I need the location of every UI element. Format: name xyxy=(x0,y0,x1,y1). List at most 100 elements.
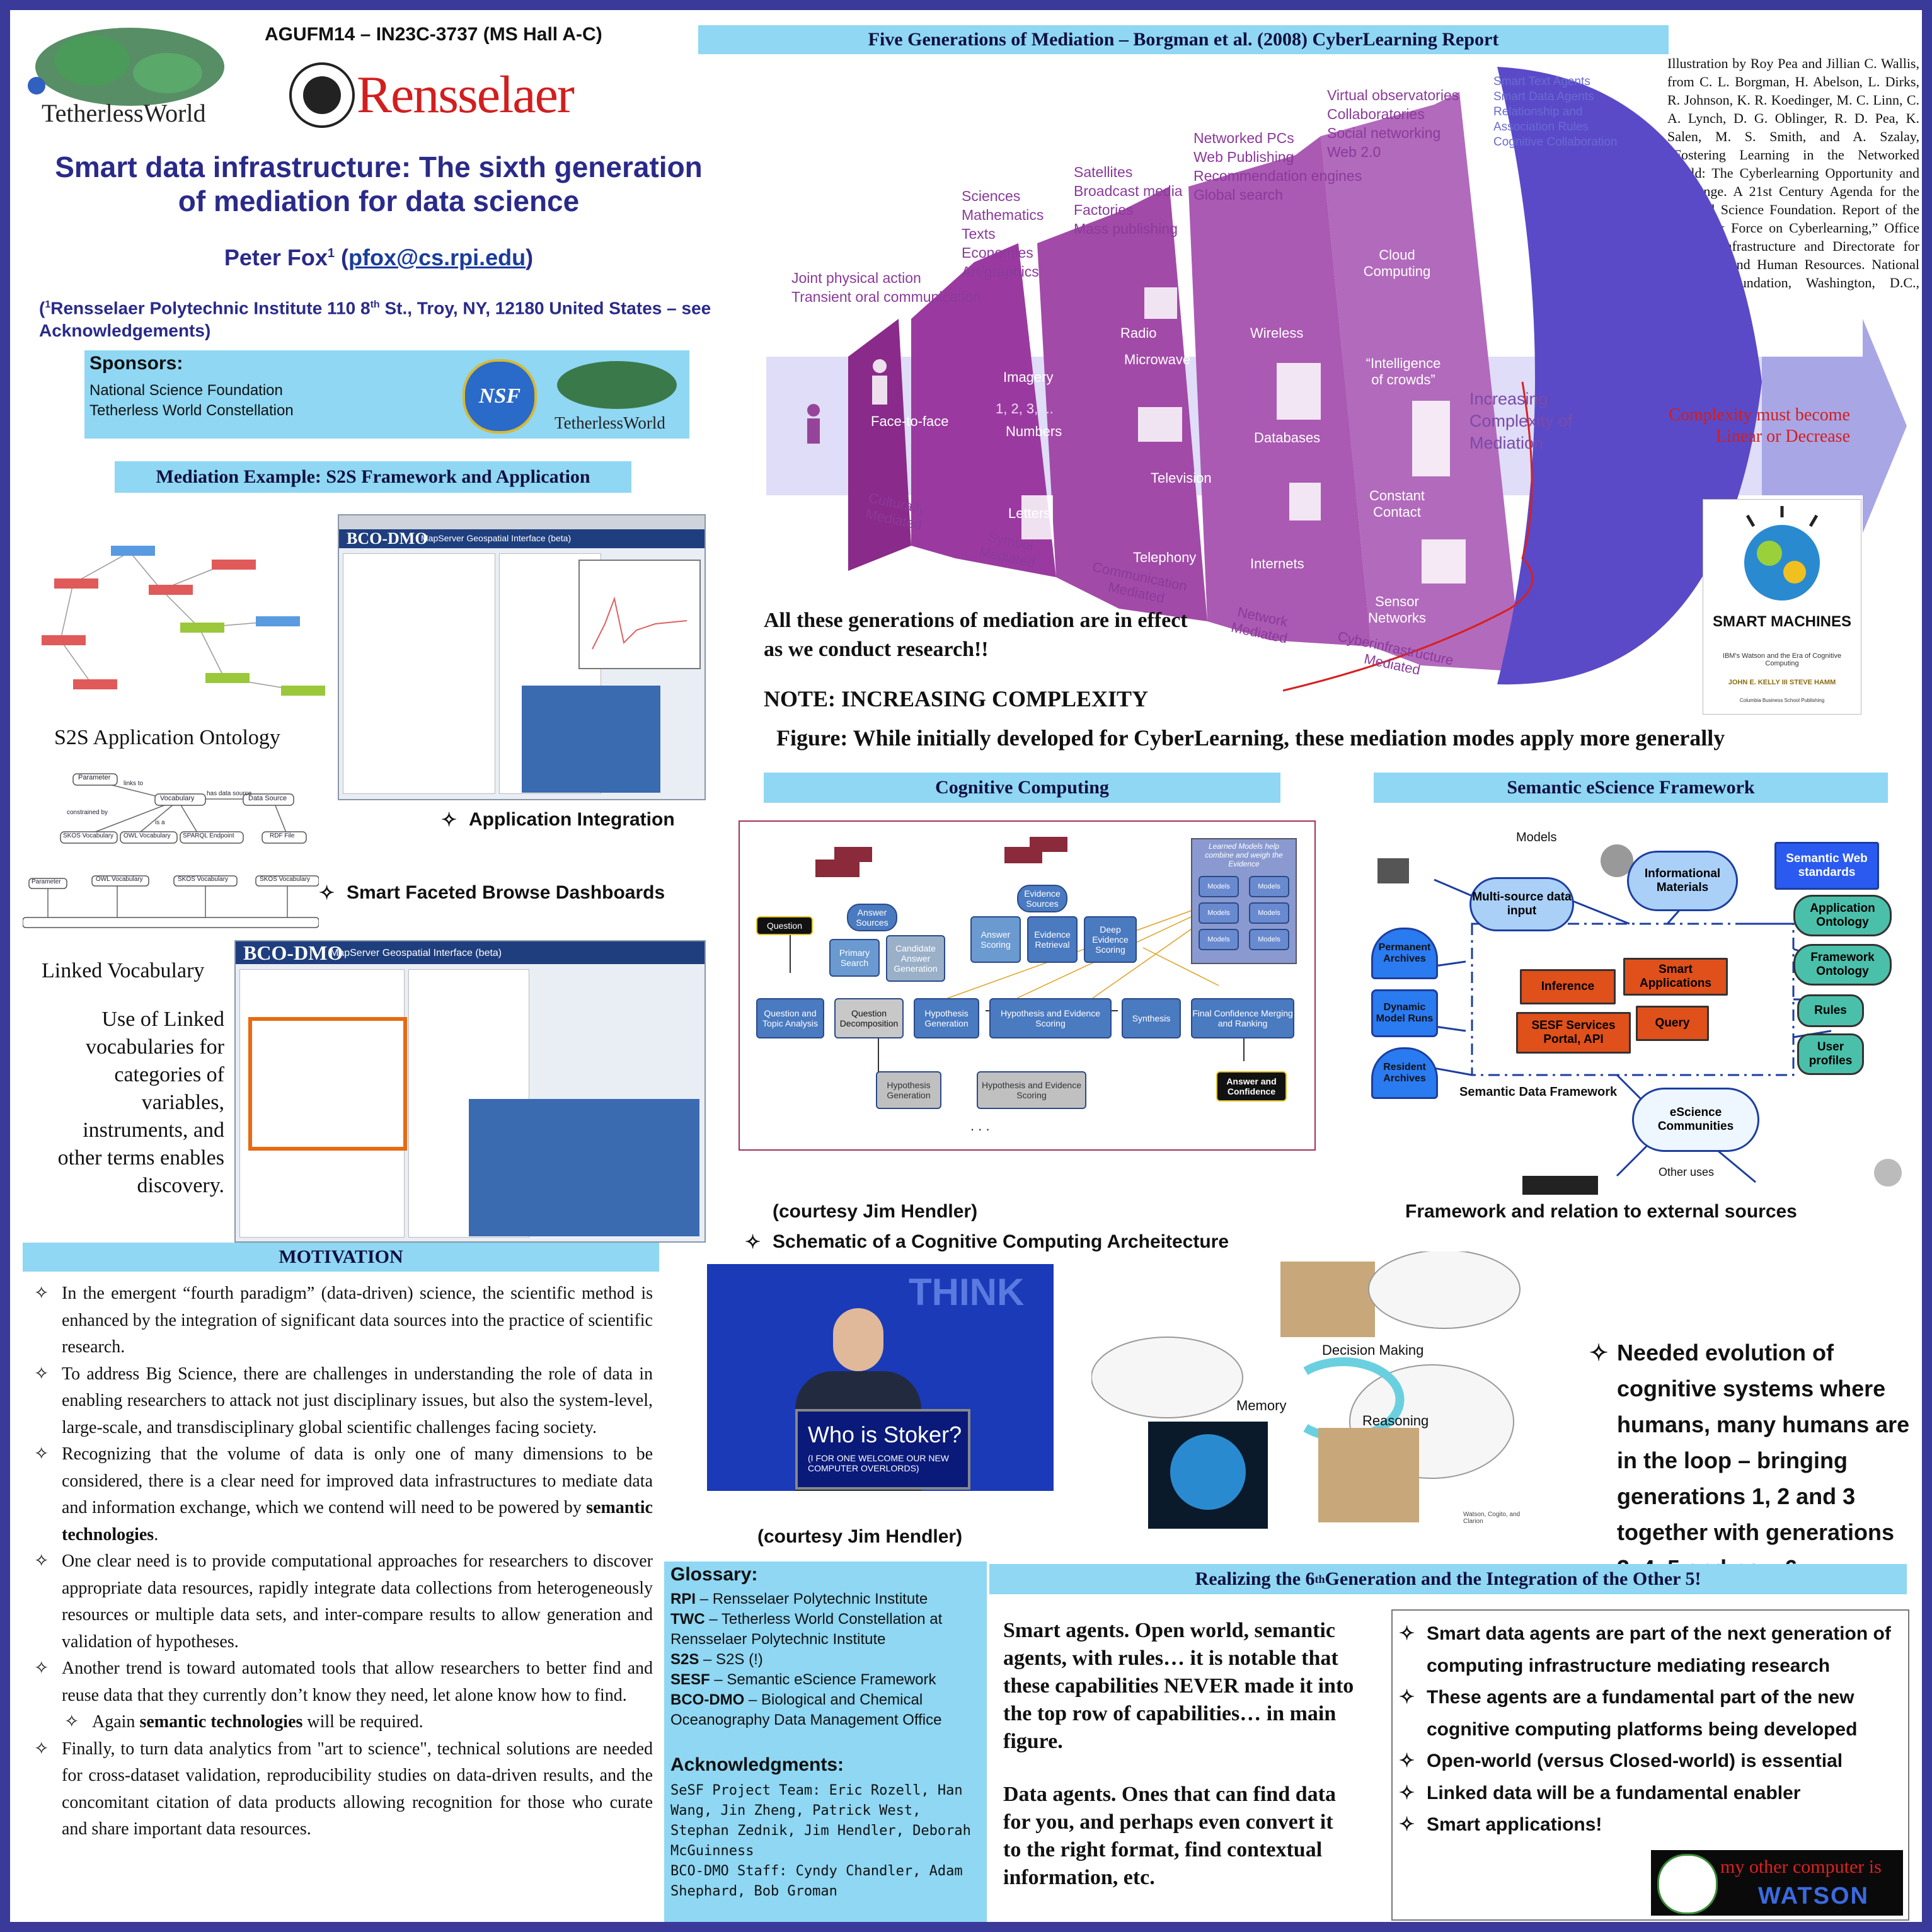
realizing-bullet: Linked data will be a fundamental enable… xyxy=(1396,1778,1898,1810)
mediation-example-header: Mediation Example: S2S Framework and App… xyxy=(115,461,631,493)
sesf-semantic-web: Semantic Web standards xyxy=(1774,842,1879,890)
vocab-graph-icon xyxy=(60,773,307,844)
node-candidate: Candidate Answer Generation xyxy=(886,935,945,982)
sponsor-item: National Science Foundation xyxy=(89,382,283,399)
sesf-app-ontology: Application Ontology xyxy=(1793,895,1892,936)
five-gen-header: Five Generations of Mediation – Borgman … xyxy=(698,25,1669,54)
sesf-sdf: Semantic Data Framework xyxy=(1459,1085,1618,1099)
gen-item: Wireless xyxy=(1250,325,1304,341)
gen-item: 1, 2, 3, ... xyxy=(996,401,1054,417)
vocab-graph-2: Parameter OWL Vocabulary SKOS Vocabulary… xyxy=(22,873,319,936)
linked-vocab-text: Use of Linked vocabularies for categorie… xyxy=(57,1008,224,1197)
motivation-body: In the emergent “fourth paradigm” (data-… xyxy=(32,1280,653,1843)
book-authors: JOHN E. KELLY III STEVE HAMM xyxy=(1728,679,1836,686)
generations-arrow-graphic xyxy=(766,67,1907,692)
smart-machines-book: SMART MACHINES IBM's Watson and the Era … xyxy=(1703,499,1861,715)
app-subtitle: MapServer Geospatial Interface (beta) xyxy=(421,533,572,543)
figure-icons xyxy=(807,287,1466,584)
ack-body: SeSF Project Team: Eric Rozell, Han Wang… xyxy=(670,1783,971,1899)
realizing-bullet: Smart applications! xyxy=(1396,1809,1898,1841)
gen-item: “Intelligence of crowds” xyxy=(1366,355,1441,388)
node-hes2: Hypothesis and Evidence Scoring xyxy=(977,1071,1086,1109)
glossary-title: Glossary: xyxy=(670,1564,758,1585)
gen-item: Sensor Networks xyxy=(1368,594,1426,626)
glossary-item: S2S – S2S (!) xyxy=(670,1651,763,1668)
vocab-graph-1: Parameter Vocabulary Data Source SKOS Vo… xyxy=(48,766,313,848)
motivation-bullet: Recognizing that the volume of data is o… xyxy=(32,1441,653,1548)
gen-item: Imagery xyxy=(1003,369,1054,385)
author-sup: 1 xyxy=(327,246,335,260)
gen-item: Television xyxy=(1151,470,1212,486)
sesf-models: Models xyxy=(1516,831,1557,844)
linked-vocab-label: Linked Vocabulary xyxy=(42,959,205,982)
cognitive-architecture-diagram: Question Answer Sources Primary Search C… xyxy=(739,820,1316,1151)
gen-item: Numbers xyxy=(1006,423,1062,439)
realizing-bullets-box: Smart data agents are part of the next g… xyxy=(1391,1609,1909,1921)
jeopardy-caption: (courtesy Jim Hendler) xyxy=(757,1526,963,1547)
poster: TetherlessWorld AGUFM14 – IN23C-3737 (MS… xyxy=(10,10,1922,1922)
motivation-bullet: To address Big Science, there are challe… xyxy=(32,1361,653,1442)
s2s-ontology-graph xyxy=(35,527,338,716)
badge-watson: WATSON xyxy=(1758,1883,1869,1909)
map-thumbnail xyxy=(522,686,660,793)
line-plot-icon xyxy=(592,596,687,650)
glossary-item: SESF – Semantic eScience Framework xyxy=(670,1671,936,1688)
needed-evolution-bullet: Needed evolution of cognitive systems wh… xyxy=(1587,1335,1919,1586)
node-hg2: Hypothesis Generation xyxy=(876,1071,941,1109)
five-gen-note1: All these generations of mediation are i… xyxy=(764,609,1188,661)
ack-title: Acknowledgments: xyxy=(670,1754,844,1775)
book-subtitle: IBM's Watson and the Era of Cognitive Co… xyxy=(1722,652,1842,667)
sesf-dynamic: Dynamic Model Runs xyxy=(1371,989,1438,1037)
node-answer-conf: Answer and Confidence xyxy=(1216,1071,1287,1101)
motivation-header: MOTIVATION xyxy=(23,1243,659,1272)
vocab-graph-icon xyxy=(22,875,319,928)
node-synthesis: Synthesis xyxy=(1122,998,1181,1038)
sesf-permanent: Permanent Archives xyxy=(1371,928,1438,979)
ontology-caption: S2S Application Ontology xyxy=(54,726,280,749)
jeopardy-photo: THINK Who is Stoker? (I FOR ONE WELCOME … xyxy=(707,1264,1054,1491)
gen-item: Databases xyxy=(1254,430,1321,446)
screen-text: Who is Stoker? xyxy=(808,1422,962,1447)
bco-dmo-screenshot-2: BCO-DMO MapServer Geospatial Interface (… xyxy=(234,940,706,1243)
sesf-rules: Rules xyxy=(1797,994,1864,1027)
tw-logo: TetherlessWorld xyxy=(23,16,237,130)
node-deep-evidence: Deep Evidence Scoring xyxy=(1084,916,1137,963)
cognitive-credit: (courtesy Jim Hendler) xyxy=(773,1201,978,1222)
node-answer-scoring: Answer Scoring xyxy=(970,916,1021,963)
sesf-query: Query xyxy=(1636,1006,1709,1041)
gen-item: Cloud Computing xyxy=(1363,247,1431,279)
gen-item: Face-to-face xyxy=(871,413,949,429)
think-text: THINK xyxy=(909,1271,1025,1313)
author-line: Peter Fox1 (pfox@cs.rpi.edu) xyxy=(224,244,534,270)
increasing-complexity: Increasing Complexity of Mediation xyxy=(1469,389,1573,452)
realizing-para2: Data agents. Ones that can find data for… xyxy=(1003,1783,1336,1889)
motivation-bullet: Another trend is toward automated tools … xyxy=(32,1655,653,1709)
glossary-item: TWC – Tetherless World Constellation at … xyxy=(670,1611,943,1648)
motivation-bullet: Finally, to turn data analytics from "ar… xyxy=(32,1736,653,1843)
sponsors-box: Sponsors: National Science Foundation Te… xyxy=(84,350,689,439)
realizing-bullet: These agents are a fundamental part of t… xyxy=(1396,1682,1898,1745)
cycle-reasoning: Reasoning xyxy=(1362,1413,1429,1429)
book-title: SMART MACHINES xyxy=(1713,613,1851,630)
app-title: BCO-DMO xyxy=(347,529,428,548)
gen-item: Internets xyxy=(1250,556,1304,572)
gen-item: Telephony xyxy=(1133,549,1197,565)
book-publisher: Columbia Business School Publishing xyxy=(1739,698,1825,703)
bullet-application-integration: Application Integration xyxy=(439,809,1922,831)
node-evidence-sources: Evidence Sources xyxy=(1017,885,1067,912)
watson-seal-icon xyxy=(1657,1854,1718,1914)
sesf-multi-source: Multi-source data input xyxy=(1469,877,1574,931)
motivation-bullet: Again semantic technologies will be requ… xyxy=(62,1709,653,1736)
session-code: AGUFM14 – IN23C-3737 (MS Hall A-C) xyxy=(265,24,602,45)
cognitive-bullet: Schematic of a Cognitive Computing Arche… xyxy=(742,1231,1922,1253)
sponsors-title: Sponsors: xyxy=(89,353,183,374)
node-evidence-retrieval: Evidence Retrieval xyxy=(1027,916,1078,963)
realizing-bullet: Smart data agents are part of the next g… xyxy=(1396,1618,1898,1682)
author-email-link[interactable]: pfox@cs.rpi.edu xyxy=(348,244,526,270)
node-hes: Hypothesis and Evidence Scoring xyxy=(989,998,1112,1038)
